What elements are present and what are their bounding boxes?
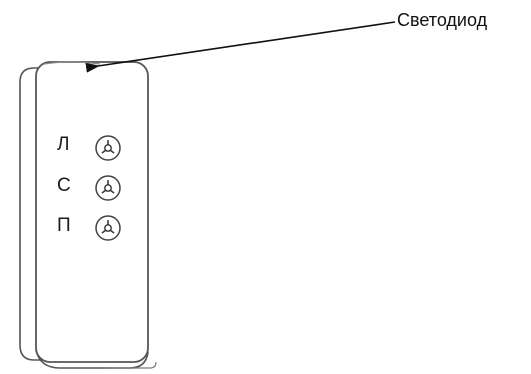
- joystick-button-icon: [101, 220, 115, 234]
- remote-bottom-edge: [35, 349, 149, 369]
- button-right[interactable]: [95, 215, 121, 241]
- joystick-button-icon: [101, 180, 115, 194]
- remote-front-face: [35, 61, 149, 363]
- remote-bottom-lip: [110, 361, 157, 369]
- button-letter-left: Л: [57, 134, 70, 155]
- led-callout-arrow: [85, 21, 396, 73]
- joystick-button-icon: [101, 140, 115, 154]
- button-letter-center: С: [57, 175, 71, 196]
- button-left[interactable]: [95, 135, 121, 161]
- led-label: Светодиод: [397, 10, 488, 30]
- button-center[interactable]: [95, 175, 121, 201]
- button-letter-right: П: [57, 215, 71, 236]
- button-column: [95, 135, 121, 241]
